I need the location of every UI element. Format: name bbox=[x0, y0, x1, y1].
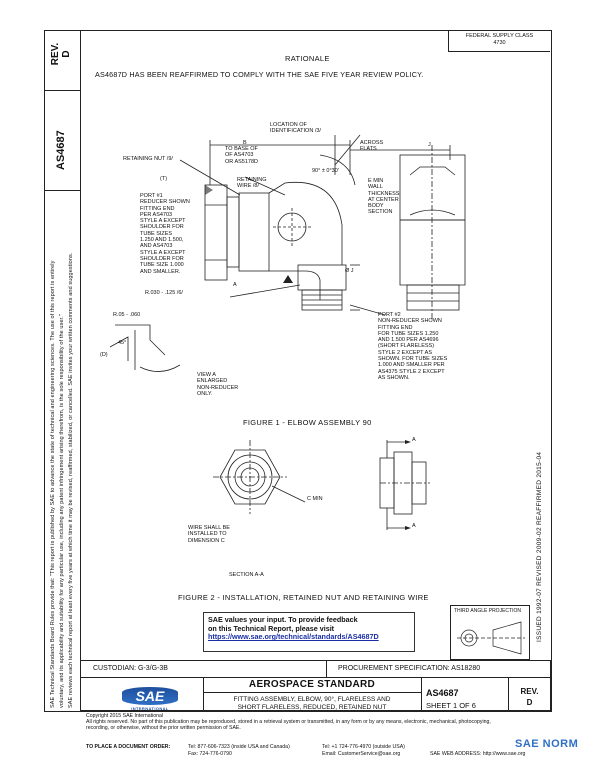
footer-order: TO PLACE A DOCUMENT ORDER: bbox=[86, 744, 171, 750]
feedback-box: SAE values your input. To provide feedba… bbox=[203, 612, 415, 652]
figure-2-caption: FIGURE 2 - INSTALLATION, RETAINED NUT AN… bbox=[178, 593, 429, 602]
side-notice-line1: SAE Technical Standards Board Rules prov… bbox=[50, 260, 56, 708]
third-angle-label: THIRD ANGLE PROJECTION bbox=[454, 608, 521, 614]
label-45-deg: 45° bbox=[118, 340, 127, 346]
footer-fax: Fax: 724-776-0790 bbox=[188, 751, 232, 757]
title-divider-h bbox=[203, 692, 421, 693]
label-radius-dim: R.030 - .125 /6/ bbox=[145, 290, 183, 296]
rationale-text: AS4687D HAS BEEN REAFFIRMED TO COMPLY WI… bbox=[95, 70, 424, 79]
fig2-a-bottom: A bbox=[412, 523, 416, 529]
rationale-title: RATIONALE bbox=[285, 54, 330, 63]
label-retaining-nut: RETAINING NUT /9/ bbox=[123, 156, 173, 162]
label-b: B bbox=[243, 140, 247, 146]
footer-email: Email: CustomerService@sae.org bbox=[322, 751, 401, 757]
left-column-divider bbox=[44, 90, 80, 91]
label-a: A bbox=[233, 282, 237, 288]
footer-copyright: Copyright 2015 SAE International bbox=[86, 713, 163, 719]
label-across-flats: ACROSS FLATS bbox=[360, 140, 384, 153]
title-divider-2 bbox=[421, 677, 422, 711]
rev-vertical: REV. D bbox=[50, 32, 72, 76]
fed-supply-code: 4730 bbox=[493, 40, 506, 46]
label-angle: 90° ± 0°30' bbox=[312, 168, 339, 174]
rev-label: REV. bbox=[50, 42, 61, 66]
footer-web: SAE WEB ADDRESS: http://www.sae.org bbox=[430, 751, 526, 757]
label-port-2: PORT #2 NON-REDUCER SHOWN FITTING END FO… bbox=[378, 312, 448, 381]
label-to-base: TO BASE OF OF AS4703 OR AS5178D bbox=[225, 146, 259, 165]
title-rev-label: REV. bbox=[520, 687, 539, 696]
rev-value: D bbox=[61, 50, 72, 58]
label-t: (T) bbox=[160, 176, 168, 182]
fig2-wire-note: WIRE SHALL BE INSTALLED TO DIMENSION C bbox=[188, 525, 230, 544]
feedback-line2: on this Technical Report, please visit bbox=[208, 623, 335, 633]
third-angle-box: THIRD ANGLE PROJECTION bbox=[450, 605, 530, 660]
fed-supply-label: FEDERAL SUPPLY CLASS bbox=[465, 33, 534, 39]
third-angle-symbol bbox=[457, 621, 525, 655]
label-e-min: E MIN WALL THICKNESS AT CENTER BODY SECT… bbox=[368, 178, 400, 216]
title-rev-value: D bbox=[526, 698, 533, 707]
label-d: (D) bbox=[100, 352, 108, 358]
side-notice-line2: voluntary, and its applicability and sui… bbox=[59, 314, 65, 708]
fed-supply-box: FEDERAL SUPPLY CLASS 4730 bbox=[448, 30, 550, 52]
feedback-line1: SAE values your input. To provide feedba… bbox=[208, 615, 358, 624]
title-divider-1 bbox=[203, 677, 204, 711]
title-divider-3 bbox=[508, 677, 509, 711]
label-view-a: VIEW A ENLARGED NON-REDUCER ONLY. bbox=[197, 372, 239, 397]
title-rev: REV. D bbox=[508, 686, 551, 708]
history-vertical: ISSUED 1992-07 REVISED 2009-02 REAFFIRME… bbox=[536, 451, 543, 642]
sae-logo-sub: INTERNATIONAL bbox=[131, 706, 169, 711]
label-r05: R.05 - .060 bbox=[113, 312, 141, 318]
sae-logo: SAE INTERNATIONAL bbox=[120, 687, 180, 711]
title-block bbox=[80, 677, 551, 711]
label-port-1: PORT #1 REDUCER SHOWN FITTING END PER AS… bbox=[140, 193, 190, 275]
sae-logo-text: SAE bbox=[135, 688, 165, 704]
left-column-divider-2 bbox=[44, 190, 80, 191]
part-title: FITTING ASSEMBLY, ELBOW, 90°, FLARELESS … bbox=[233, 696, 391, 711]
label-j: J bbox=[428, 142, 431, 148]
figure-2-drawing bbox=[213, 440, 430, 530]
custodian-divider bbox=[326, 660, 327, 678]
drawing-frame bbox=[80, 30, 552, 712]
figure-1-caption: FIGURE 1 - ELBOW ASSEMBLY 90 bbox=[243, 418, 372, 427]
footer-rights: All rights reserved. No part of this pub… bbox=[86, 719, 491, 732]
label-retaining-wire: RETAINING WIRE /8/ bbox=[237, 177, 267, 190]
fig2-section-label: SECTION A-A bbox=[229, 572, 264, 578]
custodian-text: CUSTODIAN: G-3/G-3B bbox=[93, 665, 168, 672]
title-doc-number: AS4687 bbox=[426, 688, 459, 698]
footer-tel2: Tel: +1 724-776-4970 (outside USA) bbox=[322, 744, 405, 750]
left-title-column bbox=[44, 30, 81, 712]
sheet-number: SHEET 1 OF 6 bbox=[426, 701, 476, 710]
fig2-a-top: A bbox=[412, 437, 416, 443]
doc-number-vertical: AS4687 bbox=[55, 130, 67, 170]
side-notice-line3: SAE reviews each technical report at lea… bbox=[68, 252, 74, 708]
watermark: SAE NORM bbox=[515, 738, 579, 750]
figure-1-drawing bbox=[109, 134, 466, 372]
label-dia-j: Ø J bbox=[345, 268, 354, 274]
fig2-c-min: C MIN bbox=[307, 496, 323, 502]
footer-tel: Tel: 877-606-7323 (inside USA and Canada… bbox=[188, 744, 290, 750]
feedback-link[interactable]: https://www.sae.org/technical/standards/… bbox=[208, 632, 379, 642]
procurement-text: PROCUREMENT SPECIFICATION: AS18280 bbox=[338, 665, 481, 672]
standard-title: AEROSPACE STANDARD bbox=[248, 679, 376, 690]
label-location-identification: LOCATION OF IDENTIFICATION /3/ bbox=[270, 122, 321, 135]
